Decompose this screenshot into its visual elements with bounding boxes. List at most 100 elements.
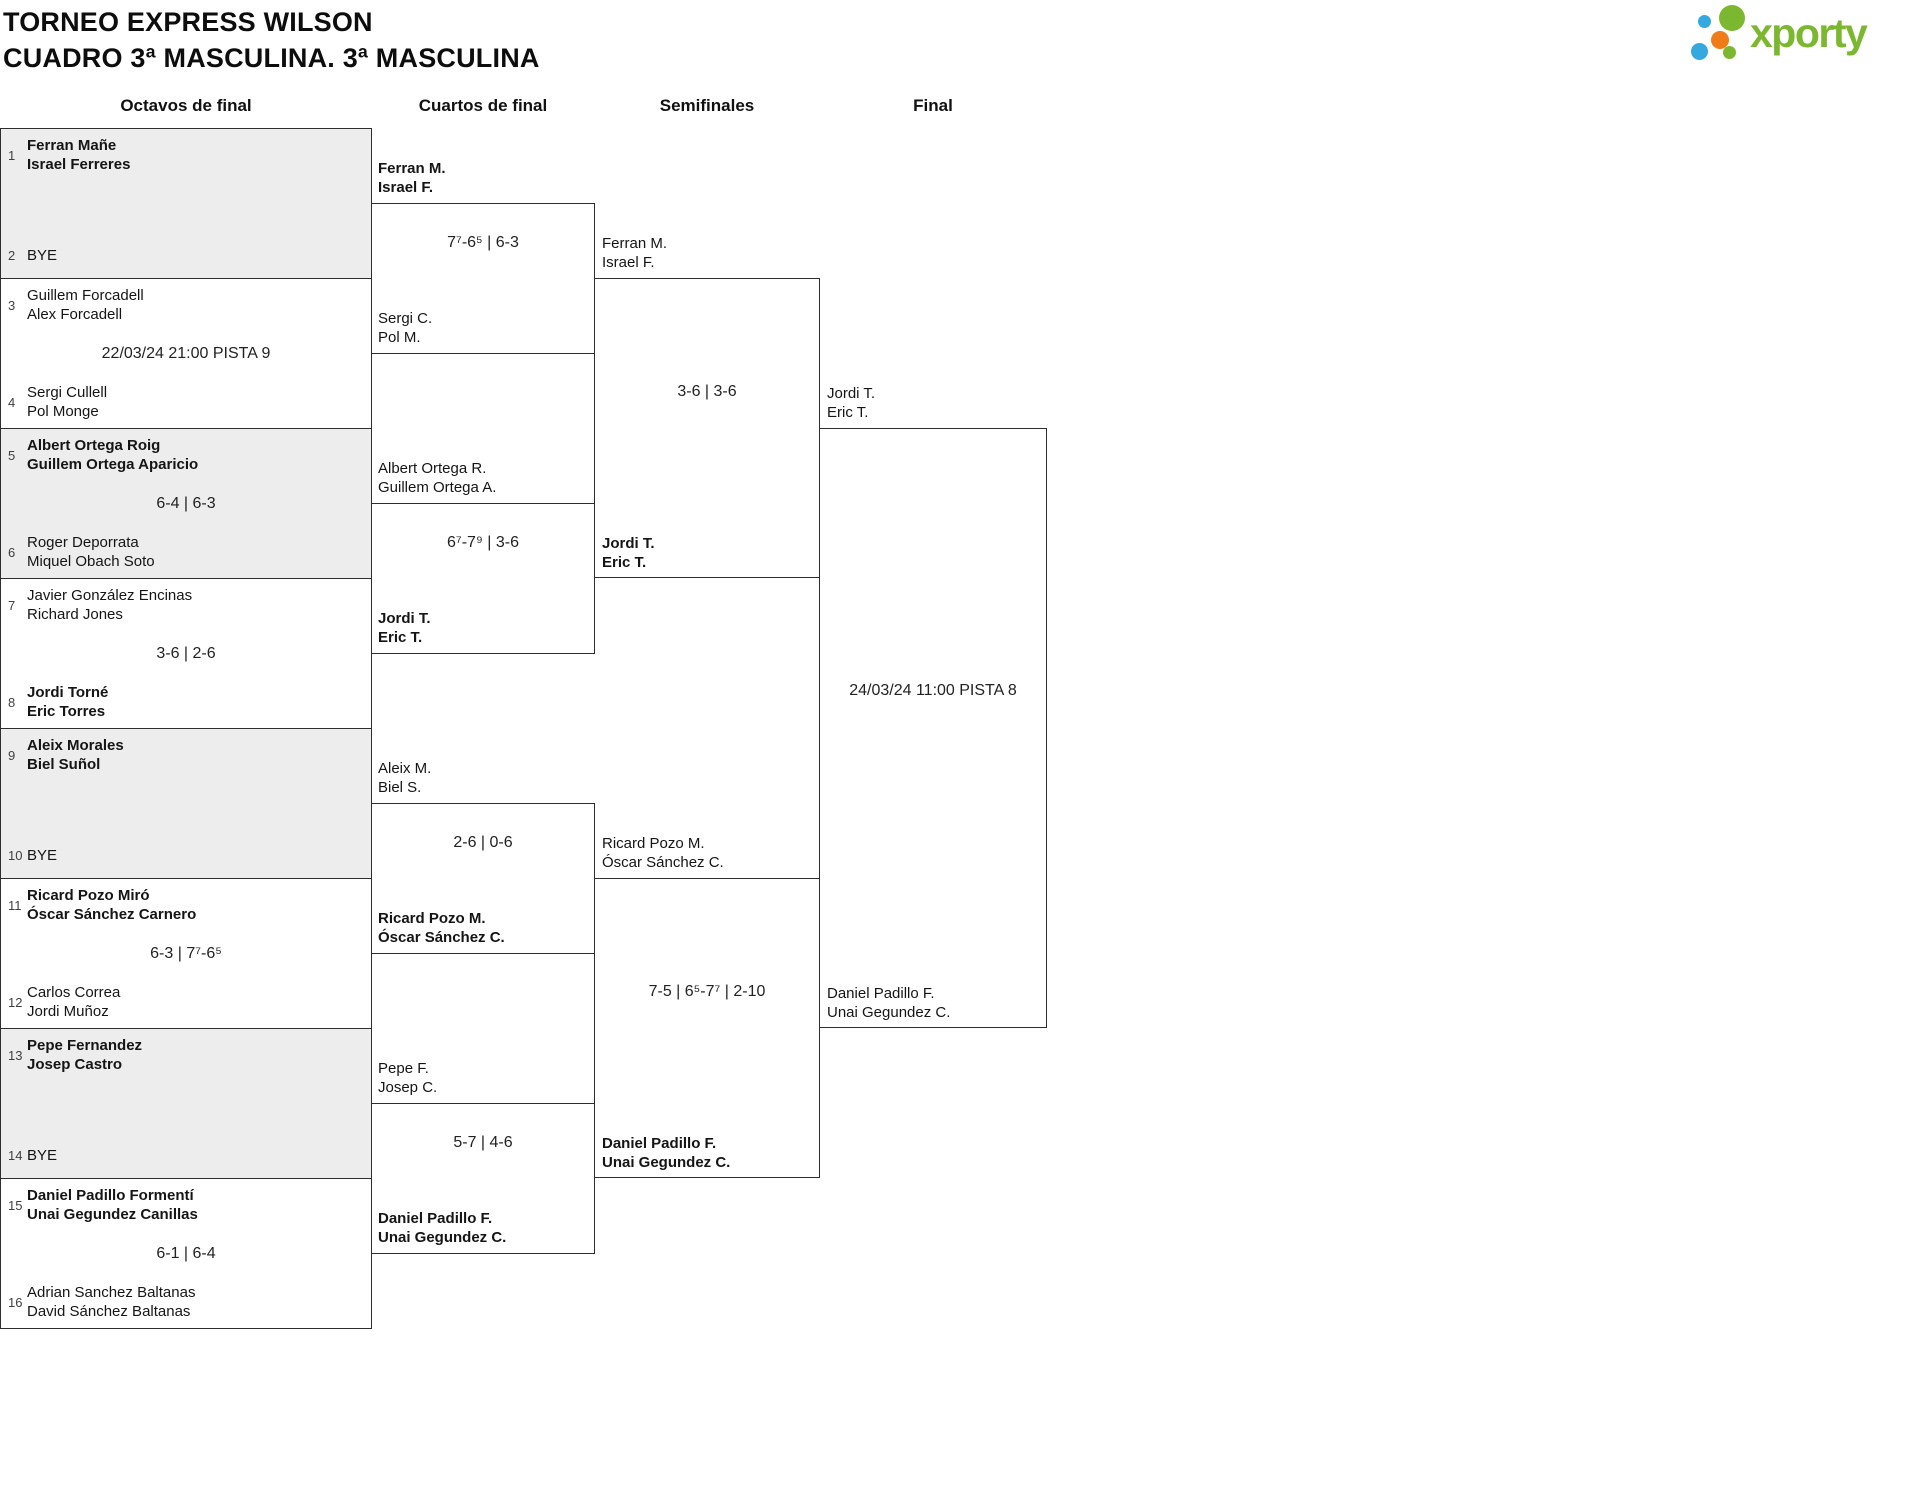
team-names: Aleix Morales Biel Suñol <box>27 737 124 773</box>
seed-2: 2 <box>8 248 16 263</box>
seed-11: 11 <box>8 897 22 913</box>
team-names: Sergi Cullell Pol Monge <box>27 384 108 420</box>
sf1-score: 3-6 | 3-6 <box>677 383 737 400</box>
draw-name: CUADRO 3ª MASCULINA. 3ª MASCULINA <box>3 43 540 73</box>
r16-match-6[interactable]: 11 Ricard Pozo Miró Óscar Sánchez Carner… <box>0 878 372 1029</box>
match-score: 6-3 | 7⁷-6⁵ <box>150 944 222 962</box>
final-schedule: 24/03/24 11:00 PISTA 8 <box>849 682 1017 699</box>
sf2-score: 7-5 | 6⁵-7⁷ | 2-10 <box>648 983 766 1000</box>
logo-wordmark: xporty <box>1750 10 1868 56</box>
seed-3: 3 <box>8 297 16 313</box>
seed-8: 8 <box>8 694 16 710</box>
entry-8: 8 Jordi Torné Eric Torres <box>5 683 365 721</box>
entry-6: 6 Roger Deporrata Miquel Obach Soto <box>5 533 365 571</box>
qf2-team-top: Albert Ortega R.Guillem Ortega A. <box>378 460 497 496</box>
final-match[interactable] <box>819 428 1047 1028</box>
team-names: Adrian Sanchez Baltanas David Sánchez Ba… <box>27 1284 196 1320</box>
seed-10: 10 <box>8 848 23 863</box>
qf4-score: 5-7 | 4-6 <box>453 1134 513 1151</box>
seed-12: 12 <box>8 994 23 1010</box>
team-names: Albert Ortega Roig Guillem Ortega Aparic… <box>27 437 199 473</box>
sf-match-2[interactable] <box>594 878 820 1178</box>
sf2-team-top: Ricard Pozo M.Óscar Sánchez C. <box>602 835 724 871</box>
team-names: Daniel Padillo Formentí Unai Gegundez Ca… <box>27 1187 198 1223</box>
team-names: Roger Deporrata Miquel Obach Soto <box>27 534 155 570</box>
team-names: Carlos Correa Jordi Muñoz <box>27 984 121 1020</box>
r16-match-5[interactable]: 9 Aleix Morales Biel Suñol 10 BYE <box>0 728 372 879</box>
qf1-score: 7⁷-6⁵ | 6-3 <box>447 234 519 251</box>
team-names: Pepe Fernandez Josep Castro <box>27 1037 143 1073</box>
qf2-score: 6⁷-7⁹ | 3-6 <box>447 534 519 551</box>
entry-9: 9 Aleix Morales Biel Suñol <box>5 736 365 774</box>
entry-13: 13 Pepe Fernandez Josep Castro <box>5 1036 365 1074</box>
qf-match-2[interactable] <box>371 503 595 654</box>
r16-match-4[interactable]: 7 Javier González Encinas Richard Jones … <box>0 578 372 729</box>
r16-match-8[interactable]: 15 Daniel Padillo Formentí Unai Gegundez… <box>0 1178 372 1329</box>
round-header-cuartos: Cuartos de final <box>418 96 548 115</box>
qf-match-4[interactable] <box>371 1103 595 1254</box>
team-names: Ricard Pozo Miró Óscar Sánchez Carnero <box>27 887 197 923</box>
seed-4: 4 <box>8 394 16 410</box>
entry-4: 4 Sergi Cullell Pol Monge <box>5 383 365 421</box>
r16-match-1[interactable]: 1 Ferran Mañe Israel Ferreres 2 BYE <box>0 128 372 279</box>
tournament-name: TORNEO EXPRESS WILSON <box>3 7 373 37</box>
entry-2: 2 BYE <box>5 246 365 265</box>
team-names: Guillem Forcadell Alex Forcadell <box>27 287 144 323</box>
seed-15: 15 <box>8 1197 23 1213</box>
sf1-team-top: Ferran M.Israel F. <box>602 235 668 271</box>
seed-6: 6 <box>8 544 16 560</box>
round-header-octavos: Octavos de final <box>120 96 252 115</box>
seed-14: 14 <box>8 1148 23 1163</box>
team-names: BYE <box>27 247 58 264</box>
final-team-bottom: Daniel Padillo F.Unai Gegundez C. <box>827 985 951 1021</box>
match-score: 3-6 | 2-6 <box>156 644 216 662</box>
xporty-logo[interactable]: xporty <box>1690 2 1918 64</box>
r16-match-7[interactable]: 13 Pepe Fernandez Josep Castro 14 BYE <box>0 1028 372 1179</box>
qf3-score: 2-6 | 0-6 <box>453 834 513 851</box>
qf4-team-top: Pepe F.Josep C. <box>378 1060 438 1096</box>
r16-match-2[interactable]: 3 Guillem Forcadell Alex Forcadell 22/03… <box>0 278 372 429</box>
team-names: BYE <box>27 1147 58 1164</box>
logo-dot-blue-icon <box>1691 43 1708 60</box>
match-score: 6-1 | 6-4 <box>156 1244 216 1262</box>
round-header-final: Final <box>913 96 953 115</box>
entry-5: 5 Albert Ortega Roig Guillem Ortega Apar… <box>5 436 365 474</box>
entry-10: 10 BYE <box>5 846 365 865</box>
qf1-team-bottom: Sergi C.Pol M. <box>378 310 433 346</box>
seed-7: 7 <box>8 597 16 613</box>
seed-13: 13 <box>8 1047 23 1063</box>
qf2-team-bottom: Jordi T.Eric T. <box>378 610 431 646</box>
qf4-team-bottom: Daniel Padillo F.Unai Gegundez C. <box>378 1210 507 1246</box>
sf1-team-bottom: Jordi T.Eric T. <box>602 535 655 571</box>
seed-5: 5 <box>8 447 16 463</box>
entry-11: 11 Ricard Pozo Miró Óscar Sánchez Carner… <box>5 886 365 924</box>
entry-16: 16 Adrian Sanchez Baltanas David Sánchez… <box>5 1283 365 1321</box>
sf2-team-bottom: Daniel Padillo F.Unai Gegundez C. <box>602 1135 731 1171</box>
match-score: 6-4 | 6-3 <box>156 494 216 512</box>
qf1-team-top: Ferran M.Israel F. <box>378 160 446 196</box>
entry-1: 1 Ferran Mañe Israel Ferreres <box>5 136 365 174</box>
match-schedule: 22/03/24 21:00 PISTA 9 <box>101 344 271 362</box>
qf3-team-bottom: Ricard Pozo M.Óscar Sánchez C. <box>378 910 505 946</box>
r16-match-3[interactable]: 5 Albert Ortega Roig Guillem Ortega Apar… <box>0 428 372 579</box>
seed-9: 9 <box>8 747 16 763</box>
team-names: Javier González Encinas Richard Jones <box>27 587 193 623</box>
logo-dot-blue-small-icon <box>1698 15 1711 28</box>
entry-3: 3 Guillem Forcadell Alex Forcadell <box>5 286 365 324</box>
page-title: TORNEO EXPRESS WILSON CUADRO 3ª MASCULIN… <box>3 4 540 76</box>
entry-14: 14 BYE <box>5 1146 365 1165</box>
entry-12: 12 Carlos Correa Jordi Muñoz <box>5 983 365 1021</box>
entry-7: 7 Javier González Encinas Richard Jones <box>5 586 365 624</box>
team-names: Ferran Mañe Israel Ferreres <box>27 137 131 173</box>
final-team-top: Jordi T.Eric T. <box>827 385 876 421</box>
logo-dot-green-big-icon <box>1719 5 1745 31</box>
seed-1: 1 <box>8 147 16 163</box>
logo-dot-orange-icon <box>1711 31 1729 49</box>
team-names: BYE <box>27 847 58 864</box>
qf3-team-top: Aleix M.Biel S. <box>378 760 432 796</box>
seed-16: 16 <box>8 1294 23 1310</box>
sf-match-1[interactable] <box>594 278 820 578</box>
team-names: Jordi Torné Eric Torres <box>27 684 109 720</box>
entry-15: 15 Daniel Padillo Formentí Unai Gegundez… <box>5 1186 365 1224</box>
logo-dot-green-small-icon <box>1723 46 1736 59</box>
